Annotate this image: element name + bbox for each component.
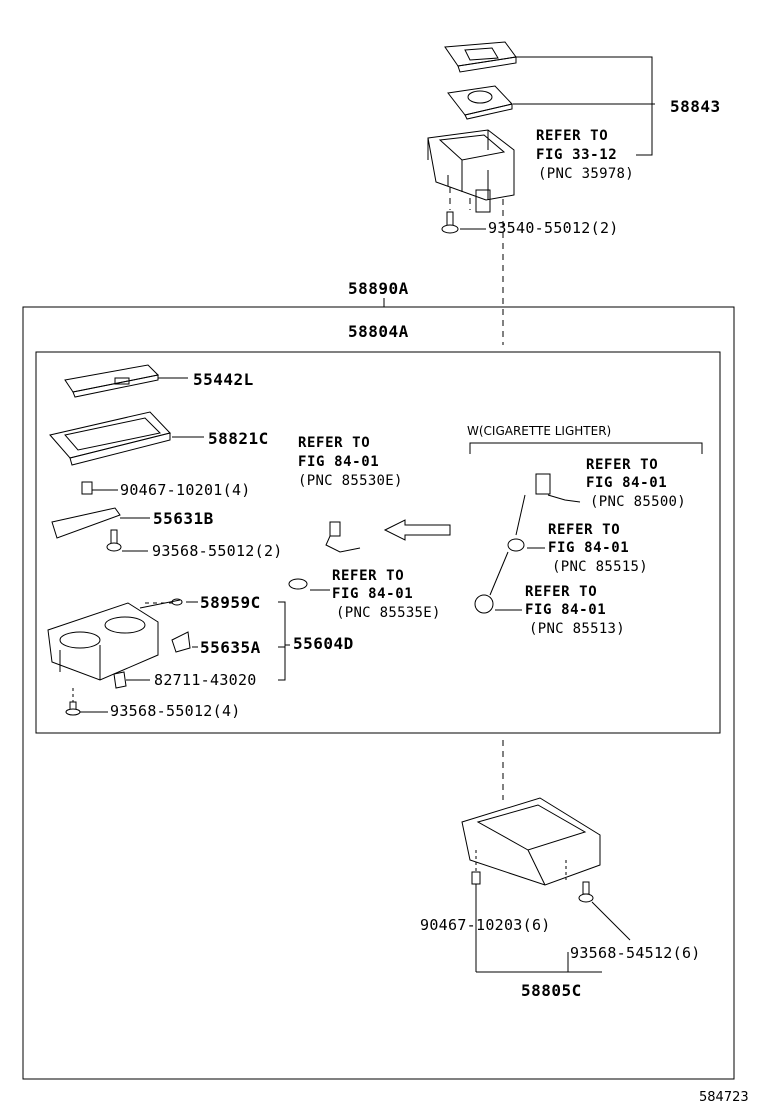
ref-line1: REFER TO bbox=[586, 457, 659, 473]
leader-58843 bbox=[516, 56, 653, 156]
variant-bracket bbox=[469, 442, 703, 454]
assembly-box-58890a bbox=[22, 306, 735, 1080]
ref-line2: FIG 84-01 bbox=[332, 586, 414, 602]
ref-line1: REFER TO bbox=[536, 128, 609, 144]
part-cupholder-55604d bbox=[47, 602, 159, 681]
direction-arrow bbox=[383, 519, 451, 541]
ref-line3: (PNC 85513) bbox=[529, 621, 626, 637]
ref-line3: (PNC 85535E) bbox=[336, 605, 441, 621]
label-58843: 58843 bbox=[670, 97, 721, 116]
label-58804a: 58804A bbox=[348, 322, 409, 341]
ref-line1: REFER TO bbox=[298, 435, 371, 451]
figure-number: 584723 bbox=[699, 1090, 749, 1105]
variant-label: W(CIGARETTE LIGHTER) bbox=[467, 424, 612, 438]
ref-line3: (PNC 85530E) bbox=[298, 473, 403, 489]
subassembly-box-58804a bbox=[35, 351, 721, 734]
label-93568-55012-4: 93568-55012(4) bbox=[110, 702, 241, 720]
label-58890a: 58890A bbox=[348, 279, 409, 298]
label-90467-10203: 90467-10203(6) bbox=[420, 916, 551, 934]
part-tray-58805c bbox=[461, 797, 601, 886]
label-93568-54512: 93568-54512(6) bbox=[570, 944, 701, 962]
label-58805c: 58805C bbox=[521, 981, 582, 1000]
label-58821c: 58821C bbox=[208, 429, 269, 448]
label-90467-10201: 90467-10201(4) bbox=[120, 481, 251, 499]
label-55442l: 55442L bbox=[193, 370, 254, 389]
label-82711: 82711-43020 bbox=[154, 671, 257, 689]
part-strip-55631b bbox=[51, 507, 121, 539]
part-lid-55442l bbox=[64, 364, 160, 393]
ref-line3: (PNC 85500) bbox=[590, 494, 687, 510]
ref-line2: FIG 84-01 bbox=[525, 602, 607, 618]
ref-line3: (PNC 85515) bbox=[552, 559, 649, 575]
ref-line2: FIG 84-01 bbox=[586, 475, 668, 491]
label-55631b: 55631B bbox=[153, 509, 214, 528]
ref-line1: REFER TO bbox=[548, 522, 621, 538]
label-55635a: 55635A bbox=[200, 638, 261, 657]
ref-line3: (PNC 35978) bbox=[538, 166, 635, 182]
label-93540: 93540-55012(2) bbox=[488, 219, 619, 237]
ref-line2: FIG 33-12 bbox=[536, 147, 618, 163]
ref-line1: REFER TO bbox=[332, 568, 405, 584]
label-93568-55012-2: 93568-55012(2) bbox=[152, 542, 283, 560]
label-55604d: 55604D bbox=[293, 634, 354, 653]
ref-line2: FIG 84-01 bbox=[548, 540, 630, 556]
ref-line2: FIG 84-01 bbox=[298, 454, 380, 470]
label-58959c: 58959C bbox=[200, 593, 261, 612]
ref-line1: REFER TO bbox=[525, 584, 598, 600]
